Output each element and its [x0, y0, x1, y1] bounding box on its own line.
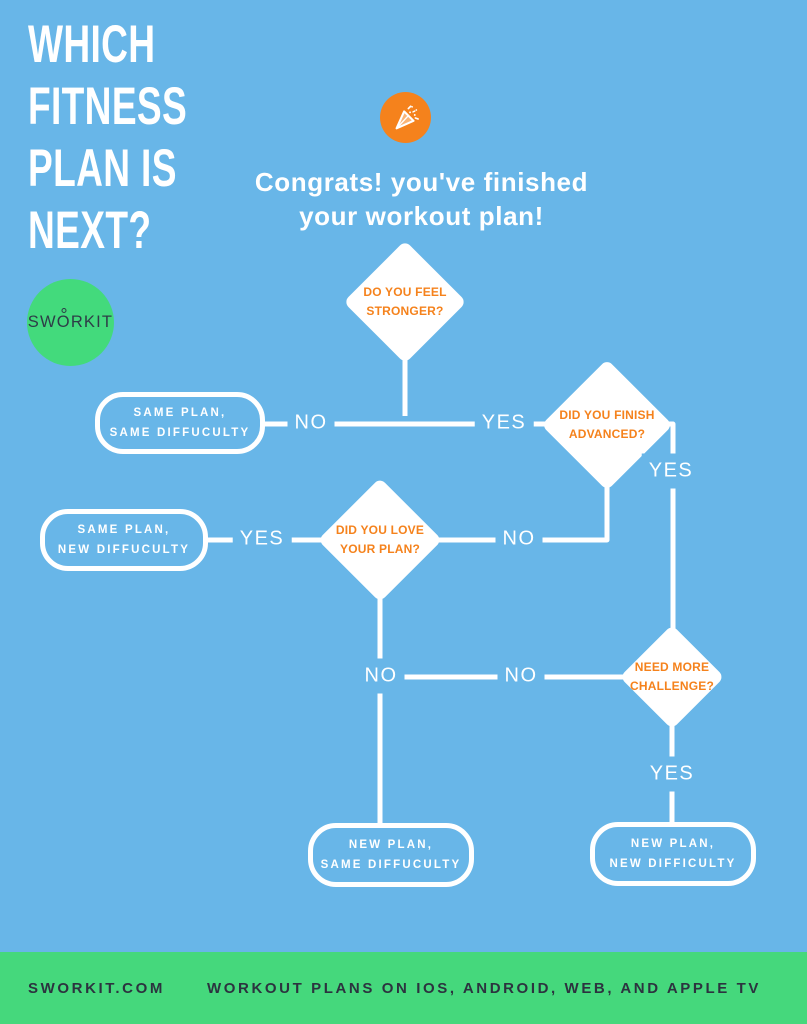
- edge-label-yes-advanced: YES: [641, 453, 701, 489]
- celebration-badge: [380, 92, 431, 143]
- footer-site-url: SWORKIT.COM: [28, 979, 165, 997]
- title-line: PLAN IS: [28, 139, 177, 198]
- congrats-message: Congrats! you've finished your workout p…: [36, 165, 807, 233]
- title-line: WHICH: [28, 15, 156, 74]
- edge-label-no-advanced: NO: [495, 524, 543, 554]
- logo-o-stopwatch: O: [56, 313, 71, 331]
- edge-label-yes-love: YES: [232, 524, 292, 554]
- edge-label-yes-challenge: YES: [642, 756, 702, 792]
- decision-challenge-label: NEED MORE CHALLENGE?: [630, 660, 714, 693]
- congrats-line-2: your workout plan!: [299, 201, 544, 231]
- outcome-new-plan-same-difficulty: NEW PLAN, SAME DIFFUCULTY: [308, 823, 474, 887]
- sworkit-logo: SWORKIT: [27, 279, 114, 366]
- decision-love-label: DID YOU LOVE YOUR PLAN?: [335, 523, 425, 556]
- page-title: WHICH FITNESS PLAN IS NEXT?: [28, 14, 187, 262]
- congrats-line-1: Congrats! you've finished: [254, 167, 589, 197]
- party-popper-icon: [395, 104, 419, 129]
- title-line: FITNESS: [28, 77, 188, 136]
- logo-text: SWORKIT: [27, 313, 114, 331]
- footer-bar: SWORKIT.COM WORKOUT PLANS ON IOS, ANDROI…: [0, 952, 807, 1024]
- decision-advanced-label: DID YOU FINISH ADVANCED?: [559, 408, 655, 441]
- edge-label-no-love: NO: [357, 658, 405, 694]
- decision-stronger-label: DO YOU FEEL STRONGER?: [363, 285, 447, 318]
- footer-tagline: WORKOUT PLANS ON IOS, ANDROID, WEB, AND …: [207, 979, 761, 997]
- outcome-same-plan-new-difficulty: SAME PLAN, NEW DIFFUCULTY: [40, 509, 208, 571]
- edge-label-yes-stronger: YES: [474, 408, 534, 438]
- edge-label-no-challenge: NO: [497, 661, 545, 691]
- outcome-new-plan-new-difficulty: NEW PLAN, NEW DIFFICULTY: [590, 822, 756, 886]
- title-line: NEXT?: [28, 201, 152, 260]
- edge-label-no-stronger: NO: [287, 408, 335, 438]
- outcome-same-plan-same-difficulty: SAME PLAN, SAME DIFFUCULTY: [95, 392, 265, 454]
